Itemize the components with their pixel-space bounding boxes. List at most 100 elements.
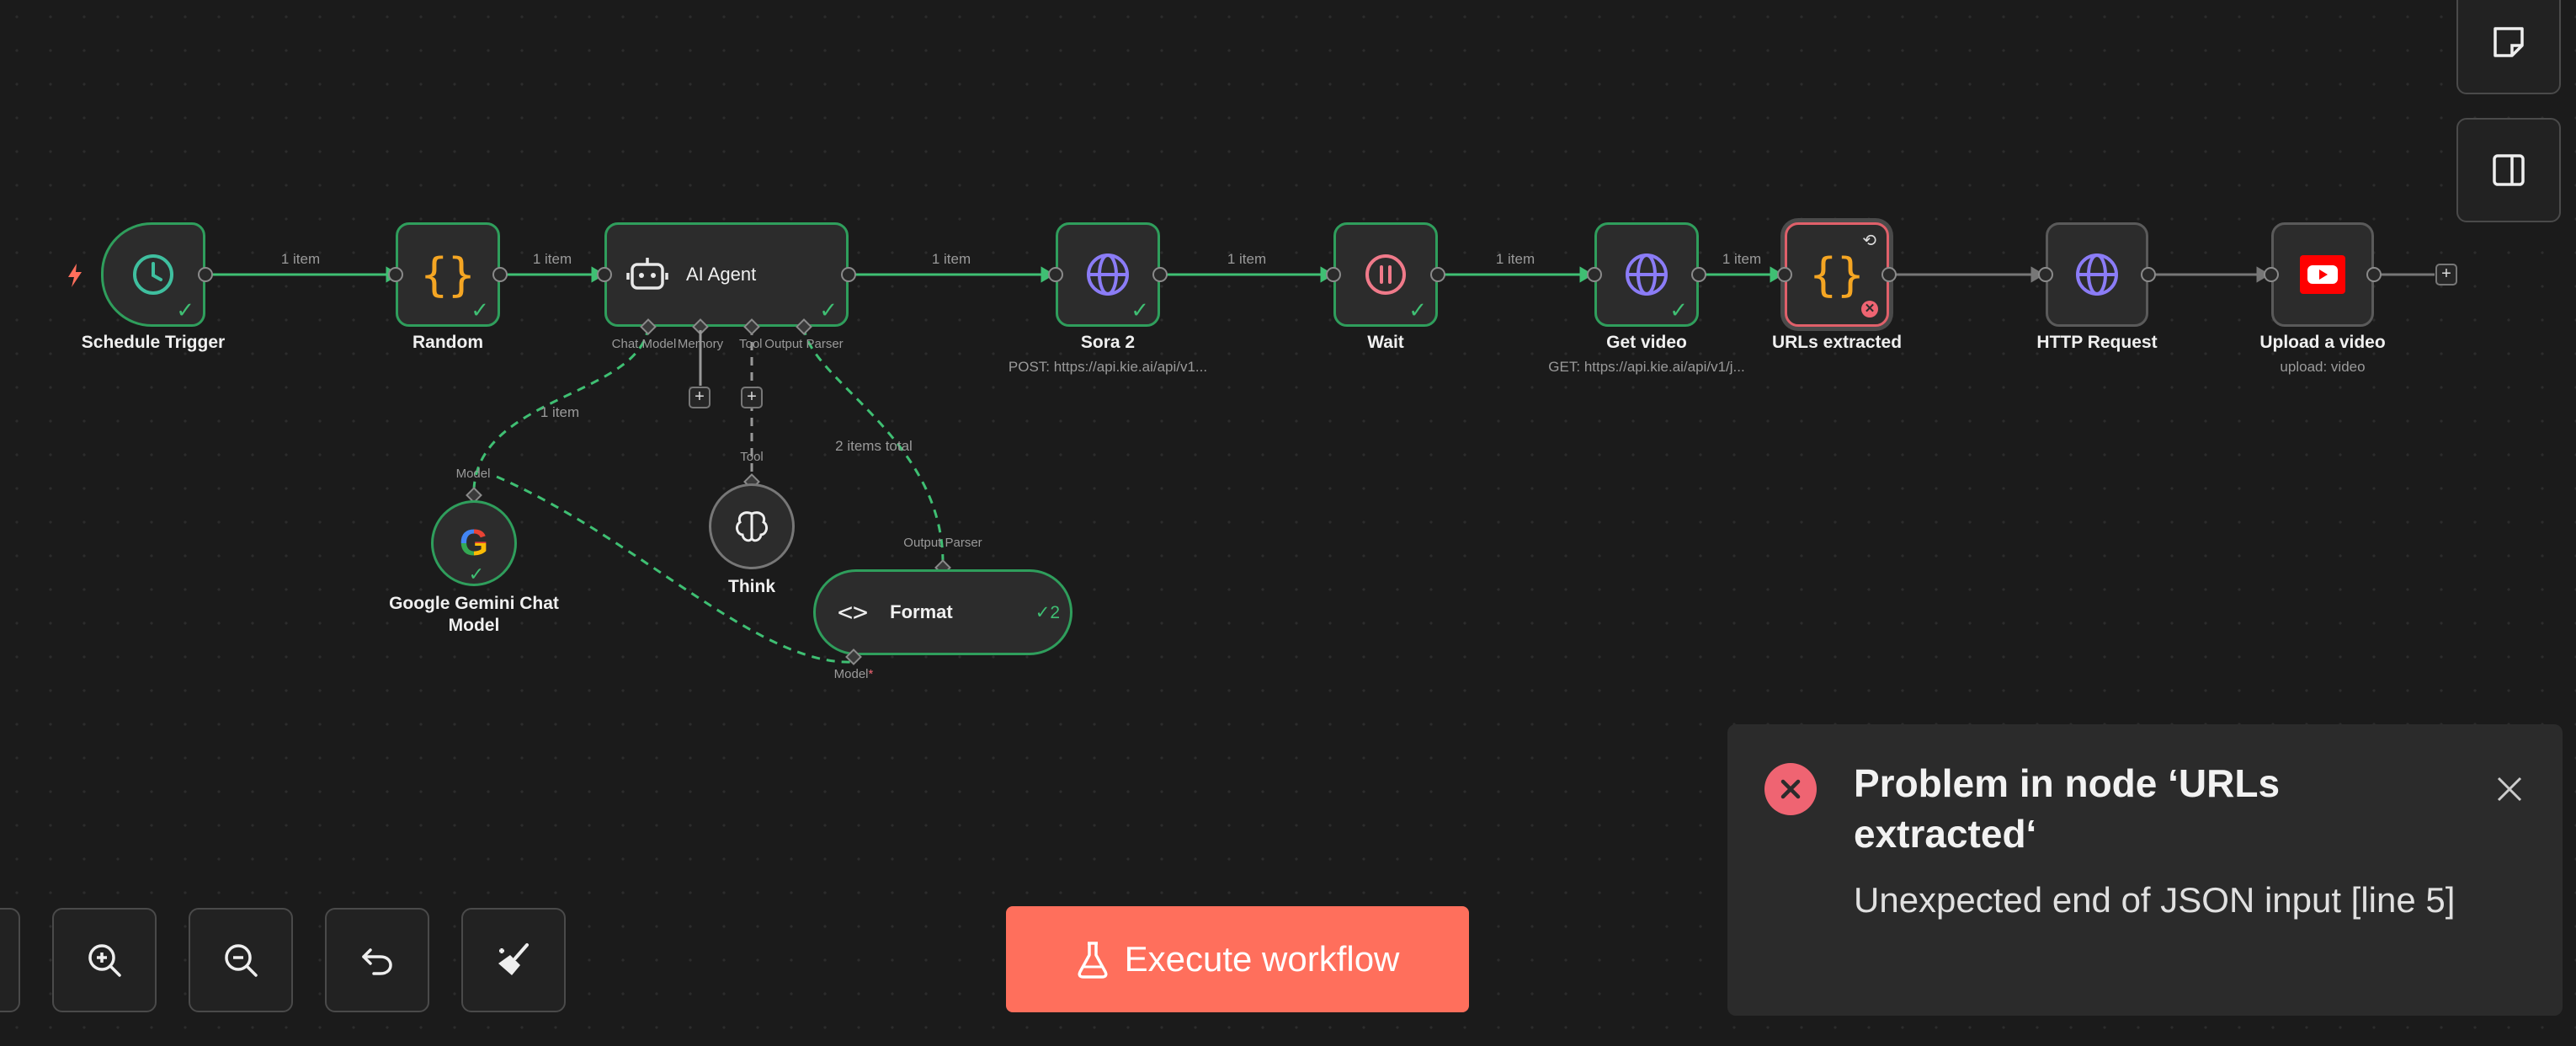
clock-icon (133, 254, 173, 295)
port-label-output-parser: Output Parser (764, 337, 844, 351)
output-port[interactable] (1430, 267, 1445, 282)
error-toast: Problem in node ‘URLs extracted‘ Unexpec… (1727, 724, 2563, 1016)
output-port[interactable] (841, 267, 856, 282)
success-check-icon: ✓ (471, 297, 489, 323)
zoom-in-icon (88, 944, 121, 977)
output-port[interactable] (198, 267, 213, 282)
robot-icon (626, 258, 668, 290)
input-port[interactable] (388, 267, 403, 282)
brain-icon (735, 511, 769, 542)
node-format[interactable]: <> Format ✓2 (813, 569, 1072, 655)
node-label: Random (412, 333, 483, 352)
sticky-note-button[interactable] (2456, 0, 2561, 94)
globe-icon (1087, 253, 1129, 296)
port-label-output-parser: Output Parser (903, 536, 982, 550)
node-google-gemini[interactable]: G ✓ (431, 500, 517, 586)
edge-arrow (1041, 266, 1055, 283)
port-label-model: Model (455, 467, 491, 481)
node-label: URLs extracted (1771, 333, 1903, 352)
execute-workflow-button[interactable]: Execute workflow (1006, 906, 1469, 1012)
flask-icon (1078, 942, 1108, 979)
input-port[interactable] (1777, 267, 1792, 282)
zoom-out-icon (225, 944, 258, 977)
node-title: Format (890, 601, 953, 622)
edge-agent-gemini (472, 326, 650, 489)
node-title: AI Agent (686, 264, 757, 285)
input-port[interactable] (2038, 267, 2053, 282)
edge-arrow (1579, 266, 1594, 283)
input-port[interactable] (1048, 267, 1063, 282)
undo-button[interactable] (325, 908, 429, 1012)
input-port[interactable] (597, 267, 612, 282)
node-http-request[interactable] (2046, 222, 2148, 327)
add-tool-button[interactable]: + (741, 387, 763, 408)
zoom-out-button[interactable] (189, 908, 293, 1012)
output-port[interactable] (1152, 267, 1168, 282)
node-label: Schedule Trigger (81, 333, 226, 352)
node-random[interactable]: {} ✓ (396, 222, 500, 327)
output-port[interactable] (2141, 267, 2156, 282)
node-subtitle: upload: video (2280, 359, 2366, 375)
input-port[interactable] (1587, 267, 1602, 282)
code-icon: <> (838, 597, 869, 627)
add-node-button[interactable]: + (2435, 264, 2457, 286)
output-port[interactable] (2366, 267, 2382, 282)
node-subtitle: POST: https://api.kie.ai/api/v1... (1008, 359, 1208, 375)
add-memory-button[interactable]: + (689, 387, 711, 408)
toast-message: Unexpected end of JSON input [line 5] (1854, 880, 2456, 920)
edge-arrow (2030, 266, 2045, 283)
node-urls-extracted[interactable]: {} ⟲ ✕ (1785, 222, 1889, 327)
success-check-icon: ✓ (468, 563, 484, 584)
node-label: Sora 2 (1080, 333, 1136, 352)
error-icon (1764, 763, 1817, 815)
execute-workflow-label: Execute workflow (1124, 939, 1400, 979)
run-count-badge: ✓2 (1035, 603, 1060, 622)
success-check-icon: ✓ (176, 297, 194, 323)
zoom-in-button[interactable] (52, 908, 157, 1012)
edge-gemini-format-model (496, 475, 853, 664)
code-braces-icon: {} (1809, 248, 1865, 302)
success-check-icon: ✓ (1131, 297, 1149, 323)
node-wait[interactable]: ✓ (1333, 222, 1438, 327)
edge-label: 1 item (280, 251, 321, 267)
output-port[interactable] (1881, 267, 1897, 282)
success-check-icon: ✓ (1669, 297, 1688, 323)
globe-icon (1626, 253, 1668, 296)
pause-icon (1365, 254, 1406, 295)
node-ai-agent[interactable]: AI Agent ✓ (604, 222, 849, 327)
output-port[interactable] (1691, 267, 1706, 282)
youtube-icon (2300, 255, 2345, 294)
edge-label: 1 item (1495, 251, 1535, 267)
node-upload-video[interactable] (2271, 222, 2374, 327)
node-label: Think (728, 577, 775, 596)
tidy-up-button[interactable] (461, 908, 566, 1012)
output-port[interactable] (492, 267, 508, 282)
fit-view-button[interactable] (0, 908, 20, 1012)
close-icon (2497, 776, 2522, 802)
edge-label: 2 items total (835, 438, 913, 454)
input-port[interactable] (2264, 267, 2279, 282)
toast-title: Problem in node ‘URLs extracted‘ (1854, 761, 2281, 856)
retry-icon: ⟲ (1862, 232, 1876, 250)
node-sora-2[interactable]: ✓ (1056, 222, 1160, 327)
close-toast-button[interactable] (2495, 775, 2524, 808)
node-get-video[interactable]: ✓ (1594, 222, 1699, 327)
edge-label: 1 item (931, 251, 971, 267)
edge-arrow (1770, 266, 1784, 283)
edge-label: 1 item (540, 404, 580, 420)
success-check-icon: ✓ (819, 297, 838, 323)
trigger-bolt-icon (68, 264, 82, 287)
port-label-tool: Tool (740, 450, 764, 464)
input-port[interactable] (1326, 267, 1341, 282)
edge-arrow (2256, 266, 2270, 283)
toggle-panel-button[interactable] (2456, 118, 2561, 222)
node-label: Get video (1606, 333, 1687, 352)
node-schedule-trigger[interactable]: ✓ (101, 222, 205, 327)
panel-icon (2493, 154, 2525, 186)
edge-label: 1 item (532, 251, 572, 267)
error-icon: ✕ (1861, 301, 1878, 318)
edge-label: 1 item (1227, 251, 1267, 267)
broom-icon (498, 943, 529, 975)
port-label-tool: Tool (739, 337, 763, 351)
node-think[interactable] (709, 483, 795, 569)
